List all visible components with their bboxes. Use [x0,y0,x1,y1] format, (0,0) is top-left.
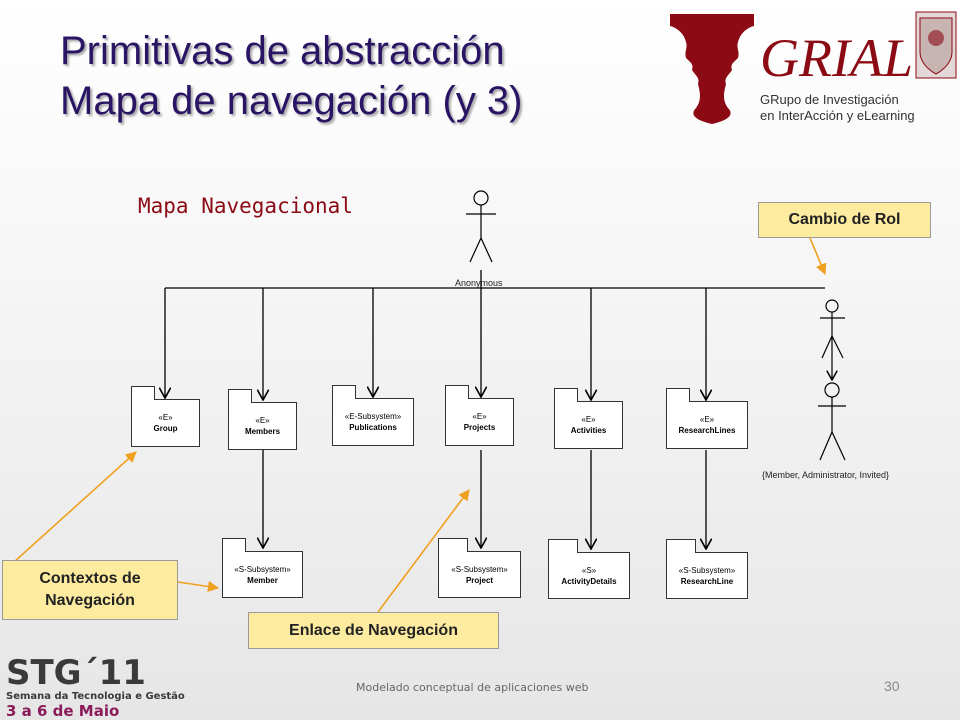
node-tab [548,539,578,553]
callout-role-change-text: Cambio de Rol [788,211,901,228]
node-stereotype: «E» [581,415,596,424]
node-stereotype: «E» [158,413,173,422]
node-stereotype: «S-Subsystem» [451,564,508,574]
callout-contexts-line-2: Navegación [45,592,135,609]
slide-title: Primitivas de abstracción Mapa de navega… [60,26,523,126]
node-tab [445,385,469,399]
node-tab [554,388,578,402]
node-activities: «E» Activities [554,388,623,449]
node-stereotype: «E-Subsystem» [344,412,402,421]
faces-vase-icon [670,14,754,124]
node-name: Publications [349,423,397,432]
node-name: ActivityDetails [561,576,617,586]
node-tab [222,538,246,552]
grial-wordmark: GRIAL [760,28,913,88]
node-name: Group [153,424,178,433]
roles-label: {Member, Administrator, Invited} [762,470,890,480]
grial-line-1: GRupo de Investigación [760,92,899,107]
node-name: ResearchLines [678,426,736,435]
callout-contexts-line-1: Contextos de [39,570,141,587]
node-tab [438,538,468,552]
grial-line-2: en InterAcción y eLearning [760,108,915,123]
node-stereotype: «S-Subsystem» [678,565,736,575]
stg-line-1: Semana da Tecnologia e Gestão [6,691,185,702]
stg-logo: STG´11 Semana da Tecnologia e Gestão 3 a… [6,653,185,720]
node-name: Member [247,575,278,585]
diagram-subtitle: Mapa Navegacional [138,194,353,218]
node-activitydetails: «S» ActivityDetails [548,539,630,599]
node-stereotype: «E» [472,412,487,421]
university-crest-icon [915,11,957,79]
node-tab [666,388,690,402]
title-line-2: Mapa de navegación (y 3) [60,79,523,123]
node-name: Projects [463,423,496,432]
node-name: Members [244,427,281,436]
node-tab [666,539,696,553]
node-researchline: «S-Subsystem» ResearchLine [666,539,748,599]
node-stereotype: «S-Subsystem» [234,564,291,574]
node-name: ResearchLine [680,576,734,586]
anonymous-label: Anonymous [455,278,503,288]
node-publications: «E-Subsystem» Publications [332,385,414,446]
node-group: «E» Group [131,386,200,447]
title-line-1: Primitivas de abstracción [60,29,505,73]
node-tab [332,385,356,399]
node-name: Activities [570,426,607,435]
anonymous-actor-icon [466,190,496,263]
callout-nav-link-text: Enlace de Navegación [289,621,458,639]
node-tab [131,386,155,400]
node-stereotype: «S» [581,565,597,575]
node-projects: «E» Projects [445,385,514,446]
grial-logo: GRIAL GRupo de Investigación en InterAcc… [670,11,957,124]
node-tab [228,389,252,403]
callout-role-change: Cambio de Rol [758,202,931,238]
node-project: «S-Subsystem» Project [438,538,521,598]
callout-navigation-link: Enlace de Navegación [248,612,499,649]
callout-arrows [13,237,827,613]
stg-wordmark: STG´11 [6,653,146,693]
role-actor-icon [818,299,846,461]
node-name: Project [465,575,494,585]
stg-line-2: 3 a 6 de Maio [6,702,119,720]
node-researchlines: «E» ResearchLines [666,388,748,449]
navigation-links [165,270,825,549]
callout-navigation-contexts: Contextos de Navegación [2,560,178,620]
node-stereotype: «E» [699,415,715,424]
footer-text: Modelado conceptual de aplicaciones web [356,681,589,694]
node-member: «S-Subsystem» Member [222,538,303,598]
node-stereotype: «E» [255,416,270,425]
page-number: 30 [884,678,900,694]
node-members: «E» Members [228,389,297,450]
